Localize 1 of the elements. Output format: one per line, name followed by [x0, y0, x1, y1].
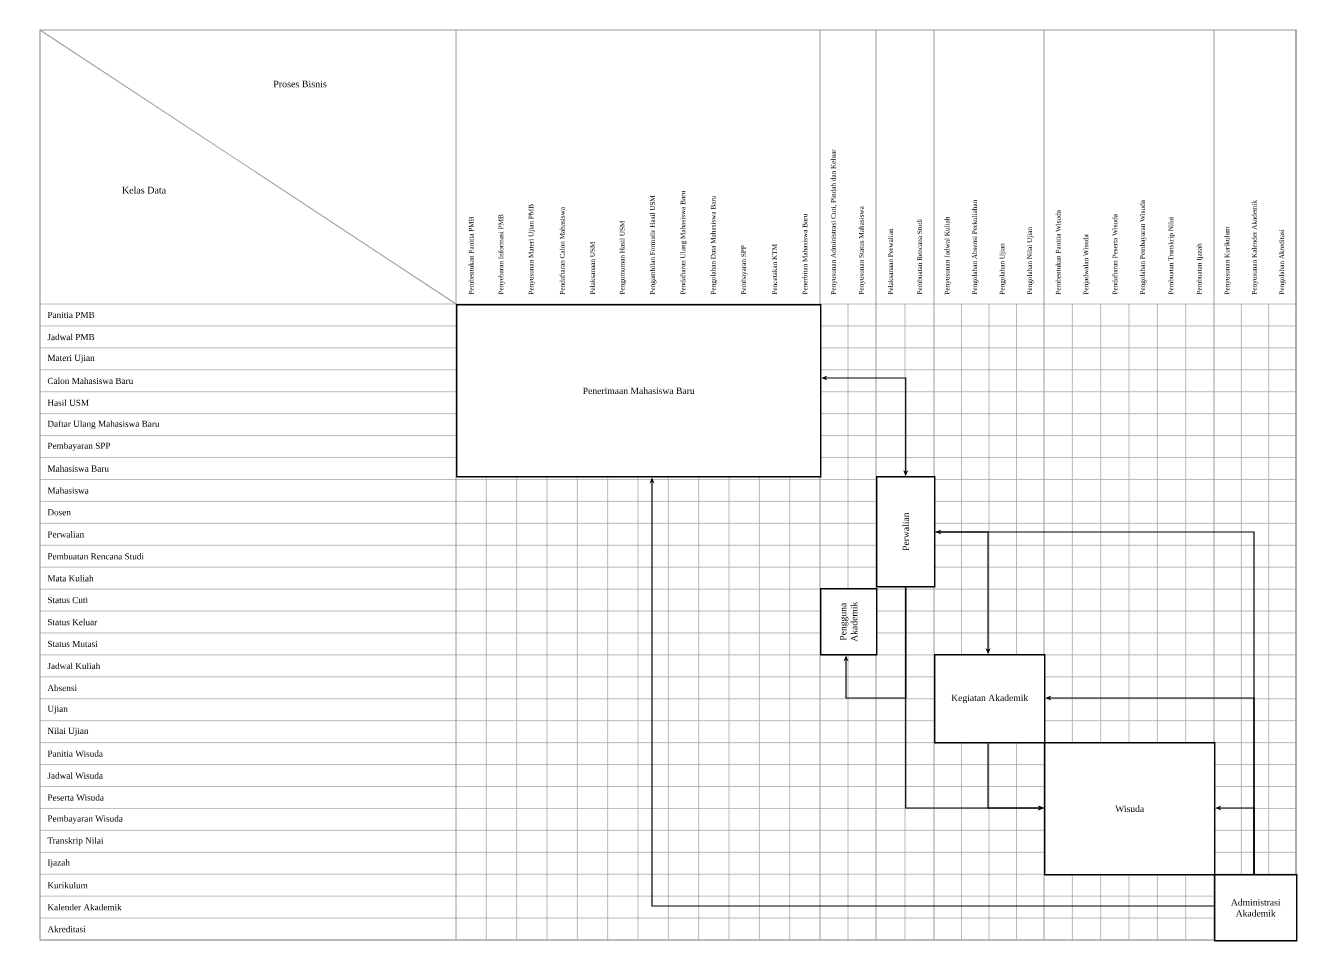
arrow: [934, 531, 991, 654]
